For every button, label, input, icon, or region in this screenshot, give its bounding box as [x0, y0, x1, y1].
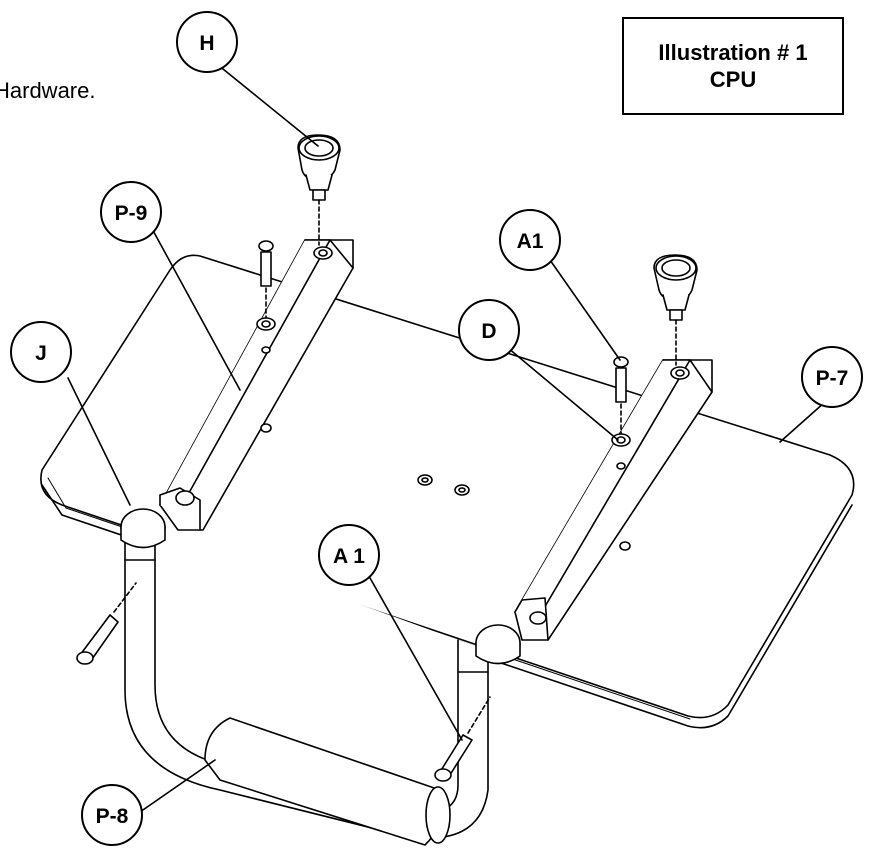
screw-left-rail	[256, 240, 276, 433]
page-text-fragment: Hardware.	[0, 78, 96, 103]
leader-d	[507, 347, 619, 441]
handle-screw-left	[76, 582, 137, 665]
leader-p7	[779, 401, 826, 443]
callout-a1-top: A1	[499, 209, 561, 271]
callout-a1-top-label: A1	[517, 230, 544, 253]
callout-d: D	[458, 299, 520, 361]
left-support-rail	[159, 239, 354, 531]
foot-glide-right	[653, 254, 698, 366]
screw-right-rail	[611, 356, 631, 551]
leader-p8	[139, 759, 216, 813]
callout-h-label: H	[199, 32, 214, 55]
foot-glide-left	[297, 134, 341, 246]
illustration-subtitle: CPU	[709, 67, 757, 92]
illustration-title-box: Illustration # 1 CPU	[622, 17, 844, 115]
callout-p8-label: P-8	[96, 805, 129, 828]
callout-p7-label: P-7	[816, 367, 849, 390]
handle-screw-right	[434, 696, 491, 782]
leader-p9	[149, 224, 241, 391]
leader-j	[67, 377, 131, 506]
callout-p9-label: P-9	[115, 202, 148, 225]
leader-h	[206, 55, 319, 147]
illustration-title: Illustration # 1	[658, 40, 808, 65]
callout-h: H	[176, 11, 238, 73]
leader-a1-top	[549, 259, 621, 361]
callout-d-label: D	[481, 320, 496, 343]
right-support-rail	[514, 359, 713, 641]
callout-j-label: J	[35, 342, 47, 365]
leader-a1-bottom	[369, 577, 463, 741]
callout-a1-bottom: A 1	[318, 524, 380, 586]
center-mount-holes	[417, 474, 470, 496]
callout-p8: P-8	[81, 784, 143, 846]
callout-p9: P-9	[100, 181, 162, 243]
callout-a1-bottom-label: A 1	[333, 545, 365, 568]
callout-j: J	[10, 321, 72, 383]
callout-p7: P-7	[801, 346, 863, 408]
leader-lines	[67, 55, 826, 813]
handle-bar	[120, 508, 521, 846]
